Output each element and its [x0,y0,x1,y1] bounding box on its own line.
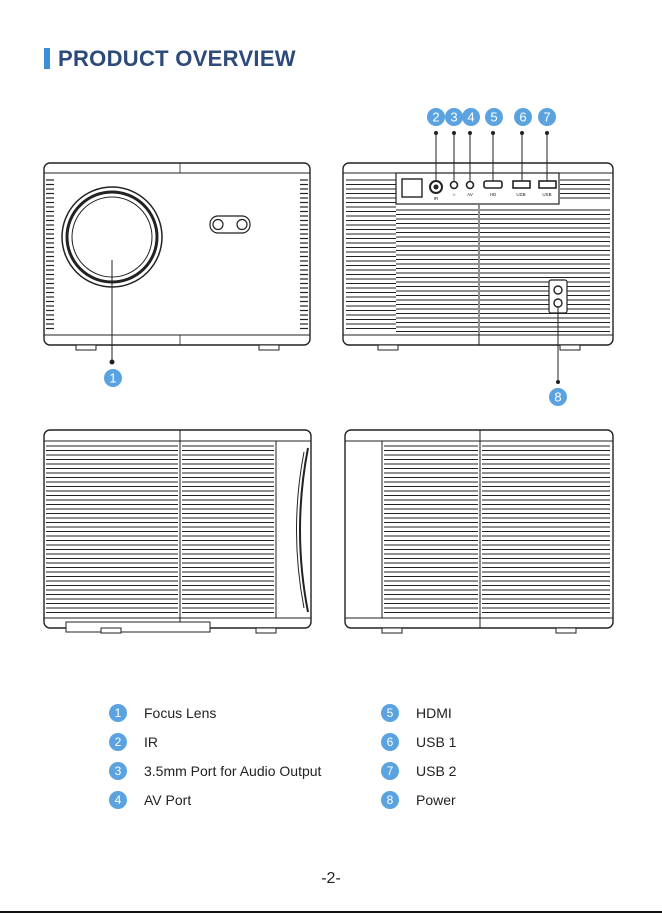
audio-port-label: ∩ [452,192,455,197]
front-ir-window [210,216,250,233]
legend-item-usb2: 7 USB 2 [381,761,456,781]
legend-label: Focus Lens [144,705,216,721]
callout-4-text: 4 [467,110,474,125]
callout-7-text: 7 [543,110,550,125]
av-port-label: AV [467,192,473,197]
legend-label: USB 1 [416,734,456,750]
av-port-icon [467,182,474,189]
ir-sensor-window [402,179,422,197]
legend-label: HDMI [416,705,452,721]
hdmi-port-icon [484,181,502,188]
legend-item-power: 8 Power [381,790,456,810]
callout-5-text: 5 [490,110,497,125]
legend-badge: 6 [381,733,399,751]
back-view-illustration: IR ∩ AV HD USB USB [343,131,613,384]
legend-badge: 1 [109,704,127,722]
legend-item-focus-lens: 1 Focus Lens [109,703,216,723]
legend-item-hdmi: 5 HDMI [381,703,452,723]
legend-badge: 5 [381,704,399,722]
callout-6-text: 6 [519,110,526,125]
legend-item-av-port: 4 AV Port [109,790,191,810]
ir-port-label: IR [434,196,439,201]
legend-label: IR [144,734,158,750]
product-illustrations: IR ∩ AV HD USB USB [0,0,662,660]
left-side-view-illustration [44,430,311,633]
legend-label: Power [416,792,456,808]
callout-2-text: 2 [432,110,439,125]
legend-item-ir: 2 IR [109,732,158,752]
legend-label: 3.5mm Port for Audio Output [144,763,321,779]
audio-port-icon [451,182,458,189]
usb1-port-label: USB [516,192,525,197]
footer-rule [0,911,662,913]
callout-8-text: 8 [554,390,561,405]
legend-badge: 3 [109,762,127,780]
legend-label: AV Port [144,792,191,808]
front-view-illustration [44,163,310,365]
hdmi-port-label: HD [490,192,497,197]
legend-item-audio-output: 3 3.5mm Port for Audio Output [109,761,321,781]
legend-badge: 8 [381,791,399,809]
legend-badge: 2 [109,733,127,751]
legend-label: USB 2 [416,763,456,779]
usb1-port-icon [513,181,530,188]
usb2-port-icon [539,181,556,188]
right-side-view-illustration [345,430,613,633]
usb2-port-label: USB [542,192,551,197]
legend-badge: 7 [381,762,399,780]
page-number: -2- [0,870,662,888]
legend-item-usb1: 6 USB 1 [381,732,456,752]
legend-badge: 4 [109,791,127,809]
callout-3-text: 3 [450,110,457,125]
callout-1-text: 1 [109,371,116,386]
